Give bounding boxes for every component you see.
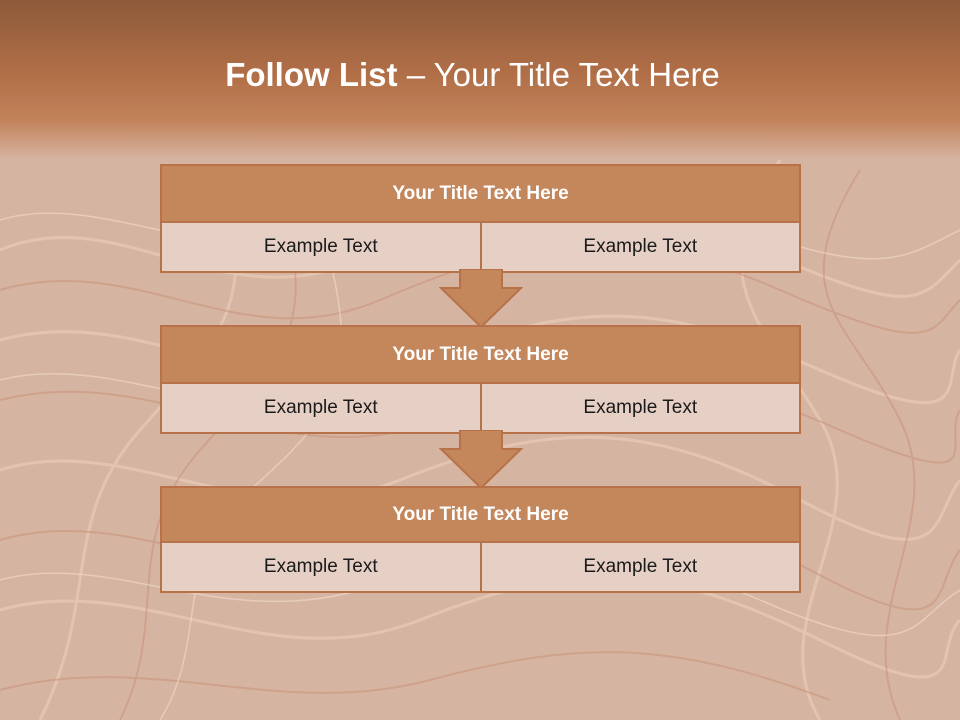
slide-title: Follow List – Your Title Text Here bbox=[0, 56, 945, 94]
header-band bbox=[0, 0, 960, 160]
list-block-row: Example Text Example Text bbox=[162, 384, 799, 432]
list-block-row: Example Text Example Text bbox=[162, 223, 799, 271]
list-block-title: Your Title Text Here bbox=[162, 488, 799, 543]
down-arrow-icon bbox=[439, 269, 523, 329]
list-block-title: Your Title Text Here bbox=[162, 166, 799, 223]
list-block-title: Your Title Text Here bbox=[162, 327, 799, 384]
list-block-cell-right: Example Text bbox=[479, 223, 799, 271]
list-block-2: Your Title Text Here Example Text Exampl… bbox=[160, 325, 801, 434]
list-block-row: Example Text Example Text bbox=[162, 543, 799, 591]
list-block-1: Your Title Text Here Example Text Exampl… bbox=[160, 164, 801, 273]
list-block-3: Your Title Text Here Example Text Exampl… bbox=[160, 486, 801, 593]
slide-title-bold: Follow List bbox=[225, 56, 398, 93]
list-block-cell-right: Example Text bbox=[479, 543, 799, 591]
list-block-cell-left: Example Text bbox=[162, 223, 480, 271]
list-block-cell-left: Example Text bbox=[162, 384, 480, 432]
slide-title-rest: – Your Title Text Here bbox=[397, 56, 720, 93]
list-block-cell-left: Example Text bbox=[162, 543, 480, 591]
down-arrow-icon bbox=[439, 430, 523, 490]
list-block-cell-right: Example Text bbox=[479, 384, 799, 432]
